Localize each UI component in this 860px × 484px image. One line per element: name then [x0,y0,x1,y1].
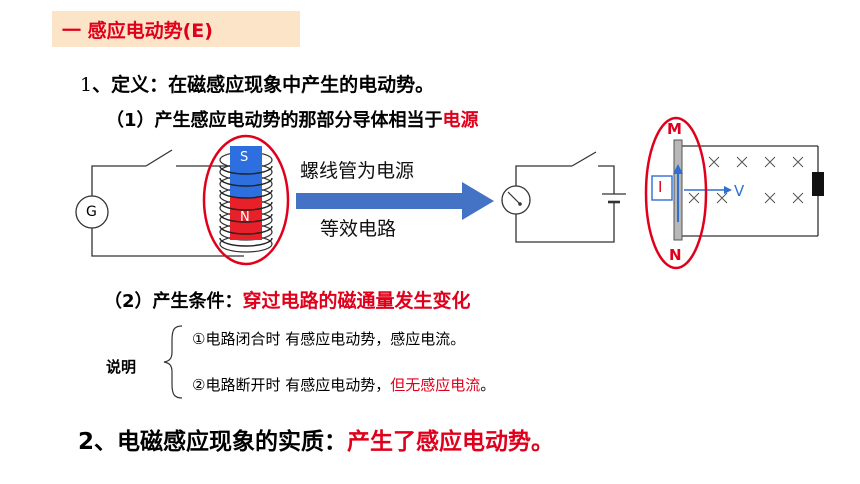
point2-prefix: （2）产生条件： [104,291,243,312]
point1-prefix: （1）产生感应电动势的那部分导体相当于 [106,110,443,131]
rod-highlight-ellipse [644,116,708,270]
current-arrowhead-icon [673,164,683,174]
point1-highlight: 电源 [442,110,479,131]
essence-highlight: 产生了感应电动势。 [347,429,555,455]
definition-text: 在磁感应现象中产生的电动势。 [168,74,435,96]
galvanometer-icon [75,195,109,229]
definition-label: 、定义： [92,74,169,96]
equivalent-circuit-wires [515,151,626,243]
note-item-2-highlight: 但无感应电流 [390,376,481,394]
meter-needle [507,191,521,205]
essence-prefix: 2、电磁感应现象的实质： [78,429,348,455]
resistor-icon [812,172,824,196]
current-label: I [658,178,663,196]
galvanometer-label: G [86,204,97,220]
section-banner [52,11,300,47]
notes-brace [163,325,183,399]
rails [676,145,819,237]
point1-line: （1）产生感应电动势的那部分导体相当于电源 [106,106,479,132]
notes-label: 说明 [106,358,137,376]
coil-highlight-ellipse [202,134,290,266]
magnet-south [230,146,262,198]
meter-pivot [518,202,522,206]
rod-bottom-label: N [669,246,682,264]
coil-front [219,165,273,247]
velocity-arrowhead-icon [724,186,732,194]
point2-line: （2）产生条件：穿过电路的磁通量发生变化 [104,286,471,313]
essence-line: 2、电磁感应现象的实质：产生了感应电动势。 [78,422,554,456]
arrow-bottom-label: 等效电路 [320,218,397,240]
rod-top-label: M [667,120,682,138]
section-title: 一 感应电动势(E) [62,20,213,42]
velocity-label: V [734,182,745,200]
arrow-top-label: 螺线管为电源 [300,160,415,182]
current-label-box [651,175,673,201]
note-item-2: ②电路断开时 有感应电动势，但无感应电流。 [192,374,495,395]
note-item-2-prefix: ②电路断开时 有感应电动势， [192,376,391,394]
point2-highlight: 穿过电路的磁通量发生变化 [242,290,471,312]
magnet-south-label: S [240,150,249,165]
definition-line: 1、定义：在磁感应现象中产生的电动势。 [80,70,434,97]
equivalence-arrow-icon [296,182,494,220]
note-item-1: ①电路闭合时 有感应电动势，感应电流。 [192,330,466,348]
note-item-2-suffix: 。 [480,376,496,394]
definition-number: 1 [80,74,93,96]
magnet-north-label: N [240,210,250,225]
magnetic-field-crosses [688,156,804,204]
